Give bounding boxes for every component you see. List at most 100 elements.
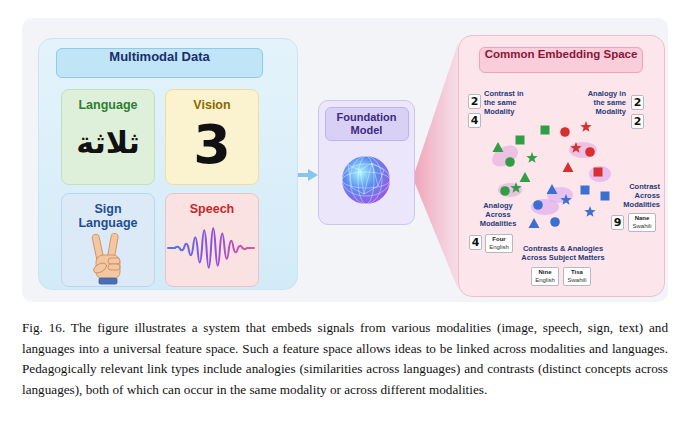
language-name: Swahili [565,277,589,285]
model-sphere [342,156,390,204]
model-box: Foundation Model [318,100,415,225]
blue-point [584,206,595,217]
digit-sample: 3 [193,118,231,172]
box-heading: Vision [193,98,230,112]
embedding-scatter [488,121,611,228]
digit-sample: 2 [632,96,643,109]
blue-point [547,184,558,194]
group-highlight [589,166,611,182]
sleeve [99,278,117,284]
language-name: English [533,277,557,285]
sphere-wire [342,172,390,188]
label-holder: Contrast in the same Modality [484,89,530,116]
label-holder: Analogy Across Modalities [474,201,522,228]
word: Nane [630,215,654,223]
group-highlight [569,142,597,158]
modality-box: Vision 3 [165,89,259,185]
connector-group [415,43,458,289]
word: Nine [533,269,557,277]
word: Four [487,236,511,244]
folded-finger [108,264,120,270]
group-highlight [547,187,573,203]
blue-point [601,192,610,201]
red-point [563,162,574,172]
green-point [520,172,531,182]
group-highlight [531,199,559,215]
word: Tisa [565,269,589,277]
red-point [580,121,591,132]
word-card: TisaSwahili [563,267,591,286]
box-heading: Language [78,98,137,112]
folded-finger [108,258,120,264]
word-card: NaneSwahili [628,213,656,232]
hand-sign-icon [92,233,120,284]
digit-card: 2 [631,95,644,110]
digit-card: 2 [468,94,481,109]
sphere-wire [350,156,382,204]
modality-box: Speech [165,193,259,287]
green-point [516,136,525,145]
group-highlight [498,183,522,197]
annotation-label: Contrast Across Modalities [612,182,660,209]
green-point [510,182,521,193]
green-point [526,152,537,163]
annotation-label: Analogy Across Modalities [474,201,522,228]
box-heading: Sign Language [68,202,148,230]
modality-box: Language ثلاثة [61,89,155,185]
green-point [541,126,550,135]
annotation-label: Analogy in the same Modality [580,89,626,116]
speech-waveform [168,228,254,268]
red-point [585,147,595,157]
projection-wedge [415,43,458,289]
figure-caption: Fig. 16. The figure illustrates a system… [22,318,668,400]
box-heading: Speech [190,202,234,216]
green-point [500,186,510,196]
script-sample: ثلاثة [76,124,140,162]
box-heading: Foundation Model [325,107,409,141]
modality-box: Sign Language [61,193,155,287]
digit-sample: 2 [632,115,643,128]
finger [92,234,105,263]
language-name: Swahili [630,223,654,231]
panel-heading: Common Embedding Space [479,47,643,73]
panel-heading: Multimodal Data [56,48,263,78]
label-holder: Analogy in the same Modality [580,89,626,116]
digit-card: 4 [468,113,481,128]
group-highlight [488,141,521,171]
finger [107,233,119,263]
red-point [560,127,570,137]
digit-sample: 4 [470,236,481,249]
annotation-label: Contrasts & Analogies Across Subject Mat… [511,244,615,262]
digit-sample: 2 [469,95,480,108]
arrow-head [308,169,318,181]
annotation-label: Contrast in the same Modality [484,89,530,116]
blue-point [560,194,571,205]
label-holder: Contrasts & Analogies Across Subject Mat… [511,244,615,262]
digit-sample: 9 [612,216,623,229]
label-holder: Contrast Across Modalities [612,182,660,209]
digit-card: 2 [631,114,644,129]
sphere-body [342,156,390,204]
connector-group [298,169,318,181]
blue-point [529,218,540,228]
green-point [493,142,504,152]
sphere-wire [348,163,384,194]
word-card: NineEnglish [531,267,559,286]
blue-point [550,217,560,227]
green-point [505,157,515,167]
digit-card: 9 [611,215,624,230]
red-point [594,168,603,177]
sphere-wire [342,164,390,196]
figure-ground [22,18,668,302]
red-point [570,142,581,153]
palm [96,255,120,279]
blue-point [533,200,543,210]
sphere-wire [360,163,378,194]
modality-panel: Multimodal DataLanguage ثلاثة Vision 3Sign … [38,38,298,290]
thumb [92,261,108,275]
blue-point [581,186,590,195]
sphere-wire [358,156,374,204]
caption-holder: Fig. 16. The figure illustrates a system… [22,318,668,400]
flow-arrow [298,173,311,177]
